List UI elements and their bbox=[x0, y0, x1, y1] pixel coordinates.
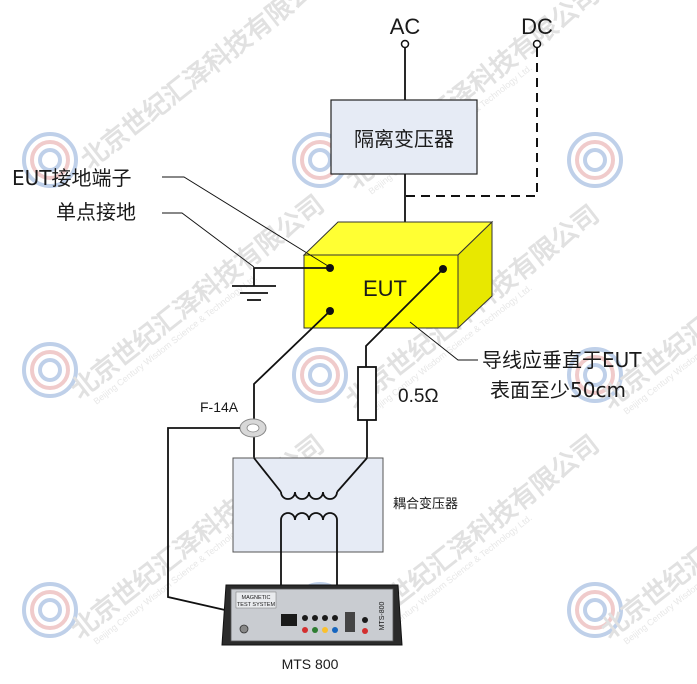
wire-note-line2: 表面至少50cm bbox=[490, 378, 626, 402]
ground-wire bbox=[253, 267, 330, 286]
watermark-text-cn: 北京世纪汇泽科技有限公司 bbox=[75, 0, 340, 176]
primary-lead-right bbox=[336, 457, 368, 493]
probe-cable bbox=[167, 427, 240, 611]
dc-terminal bbox=[532, 39, 542, 49]
dc-wire-dashed bbox=[405, 48, 538, 197]
single-point-ground-leader bbox=[162, 212, 255, 268]
eut-ground-terminal-leader bbox=[162, 176, 329, 267]
mts800-device: MAGNETIC TEST SYSTEM MTS-800 bbox=[221, 584, 403, 646]
panel-display bbox=[281, 614, 297, 626]
panel-title-line1: MAGNETIC bbox=[241, 595, 270, 601]
panel-side-label: MTS-800 bbox=[379, 602, 386, 631]
wire-note-leader bbox=[409, 321, 478, 361]
watermark-logo bbox=[292, 347, 348, 403]
coupling-transformer-label: 耦合变压器 bbox=[393, 496, 458, 512]
ac-label: AC bbox=[390, 14, 421, 39]
resistor bbox=[357, 366, 377, 421]
watermark-logo bbox=[22, 582, 78, 638]
coupling-transformer-box bbox=[232, 457, 384, 553]
watermark-text-cn: 北京世纪汇泽科技有限公司 bbox=[595, 429, 697, 646]
secondary-coil-icon bbox=[280, 512, 338, 521]
watermark-logo bbox=[22, 342, 78, 398]
eut-box bbox=[302, 220, 494, 330]
watermark-logo bbox=[567, 132, 623, 188]
dc-label: DC bbox=[521, 14, 553, 39]
primary-lead-left bbox=[253, 457, 282, 493]
eut-label: EUT bbox=[363, 276, 407, 301]
single-point-ground-label: 单点接地 bbox=[56, 200, 136, 224]
ac-terminal bbox=[400, 39, 410, 49]
watermark-text-en: Beijing Century Wisdom Science & Technol… bbox=[92, 273, 259, 407]
resistor-value-label: 0.5Ω bbox=[398, 386, 439, 407]
eut-wire-right bbox=[365, 268, 444, 367]
current-probe-icon bbox=[239, 418, 267, 438]
eut-ground-terminal-label: EUT接地端子 bbox=[12, 166, 132, 190]
ground-icon bbox=[232, 285, 276, 301]
primary-coil-icon bbox=[280, 491, 338, 500]
current-probe-label: F-14A bbox=[200, 399, 239, 415]
device-name-label: MTS 800 bbox=[282, 656, 339, 672]
isolation-transformer-label: 隔离变压器 bbox=[354, 127, 454, 151]
isolation-transformer-box bbox=[330, 99, 478, 175]
wire-note-line1: 导线应垂直于EUT bbox=[482, 348, 642, 372]
panel-title-line2: TEST SYSTEM bbox=[237, 602, 276, 608]
